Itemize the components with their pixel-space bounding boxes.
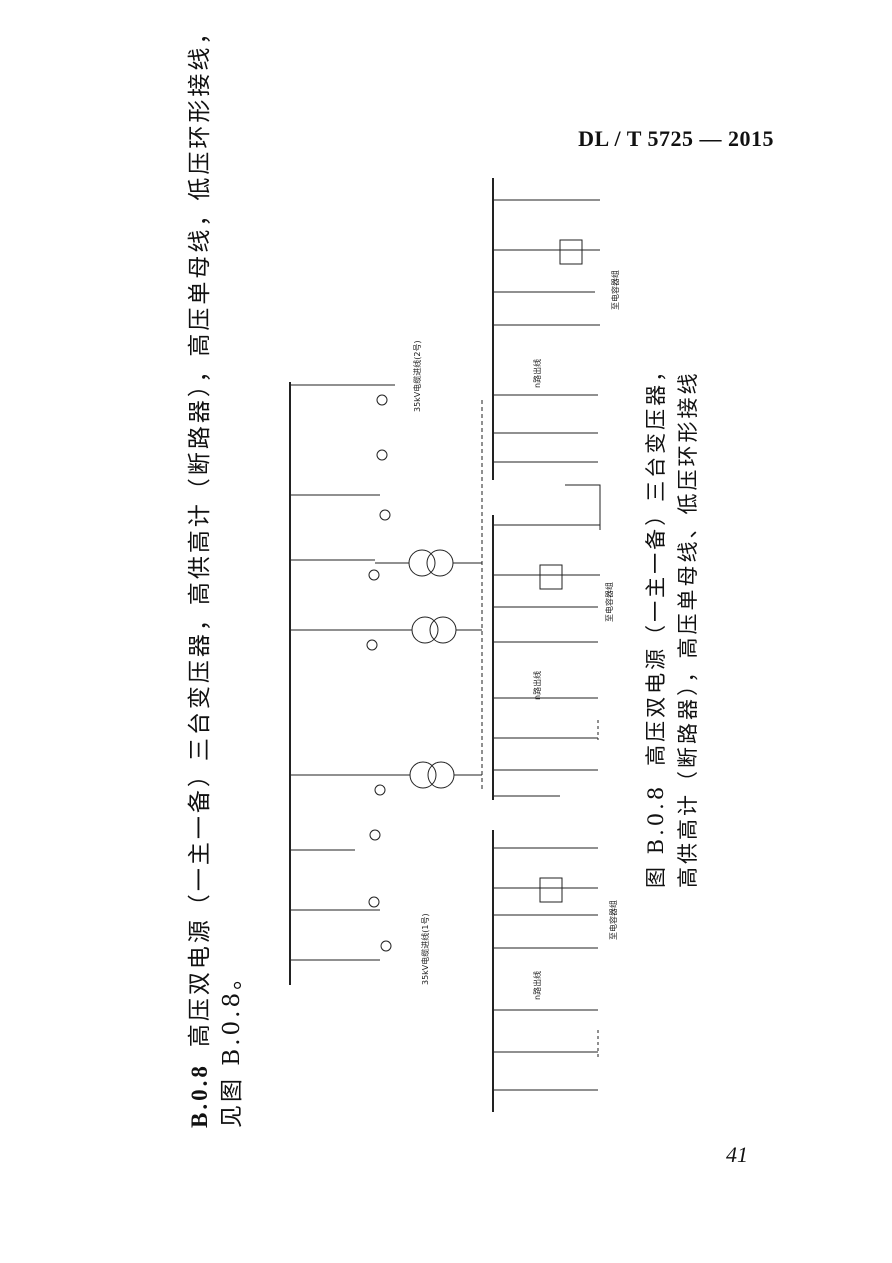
lv-feeders [493, 199, 600, 1091]
label-incoming-2: 35kV电缆进线(2号) [412, 340, 422, 412]
label-capacitor-bank-c: 至电容器组 [608, 900, 618, 940]
caption-line-2: 高供高计（断路器），高压单母线、低压环形接线 [676, 370, 700, 889]
caption-text-1: 高压双电源（一主一备）三台变压器， [644, 357, 668, 766]
label-outgoing-c: n路出线 [532, 971, 542, 1000]
figure-label: 图 B.0.8 [644, 783, 668, 888]
label-incoming-1: 35kV电缆进线(1号) [420, 913, 430, 985]
page-number: 41 [726, 1142, 748, 1167]
label-capacitor-bank-a: 至电容器组 [610, 270, 620, 310]
label-capacitor-bank-b: 至电容器组 [604, 582, 614, 622]
caption-line-1: 图 B.0.8 高压双电源（一主一备）三台变压器， [640, 358, 670, 888]
label-outgoing-a: n路出线 [532, 359, 542, 388]
metering-symbols [366, 394, 392, 952]
label-outgoing-b: n路出线 [532, 671, 542, 700]
transformers [375, 549, 482, 789]
hv-bays [290, 384, 395, 961]
standard-header: DL / T 5725 — 2015 [578, 126, 774, 151]
